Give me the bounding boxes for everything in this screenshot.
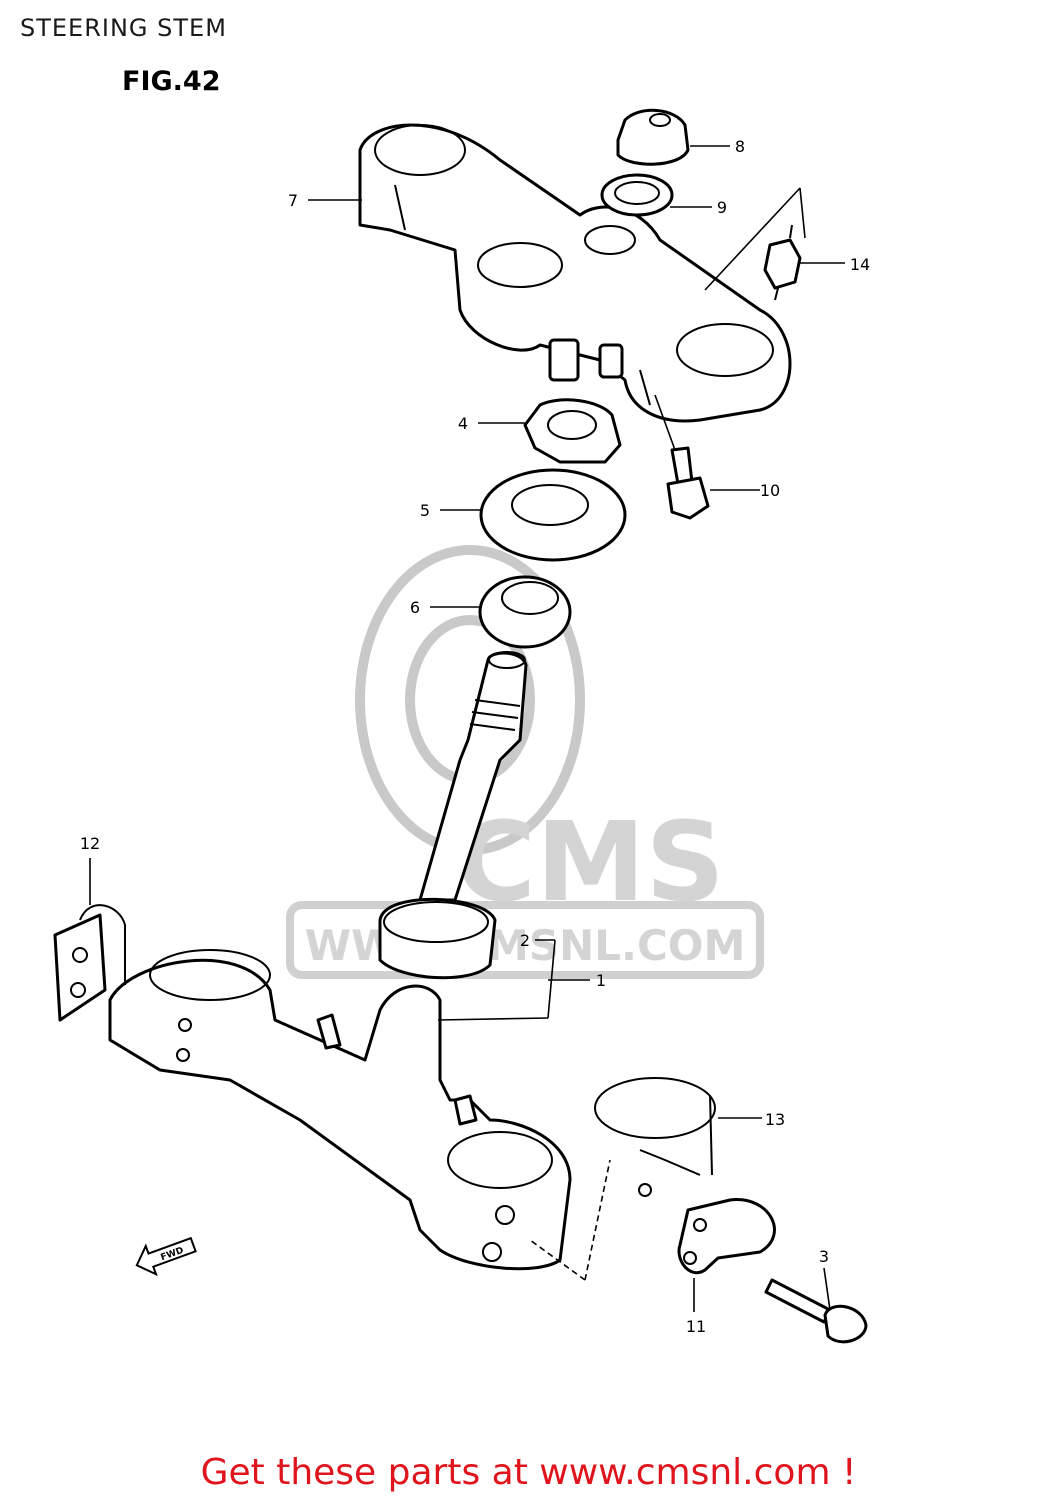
callout-1: 1 [596, 971, 606, 990]
figure-label: FIG.42 [122, 66, 221, 97]
page-title: STEERING STEM [20, 14, 227, 42]
leader-lines [89, 145, 845, 1312]
callout-5: 5 [420, 501, 430, 520]
callout-14: 14 [850, 255, 870, 274]
steering-stem-shaft [418, 651, 528, 902]
watermark-url: WWW.CMSNL.COM [305, 921, 746, 970]
watermark-logo: CMS WWW.CMSNL.COM [286, 545, 764, 979]
lower-bracket-part-1 [108, 949, 572, 1271]
callout-8: 8 [735, 137, 745, 156]
dust-seal-part-5 [479, 468, 627, 562]
forward-direction-badge: FWD [135, 1236, 197, 1277]
callout-7: 7 [288, 191, 298, 210]
bearing-part-6 [478, 575, 572, 649]
sensor-part-14 [763, 224, 802, 301]
callout-6: 6 [410, 598, 420, 617]
callout-13: 13 [765, 1110, 785, 1129]
callout-10: 10 [760, 481, 780, 500]
bearing-part-2 [378, 897, 497, 980]
callout-11: 11 [686, 1317, 706, 1336]
washer-part-9 [600, 173, 674, 217]
clip-part-11 [677, 1198, 776, 1274]
callout-12: 12 [80, 834, 100, 853]
callout-3: 3 [819, 1247, 829, 1266]
plate-part-12 [53, 904, 126, 1022]
cap-part-8 [616, 108, 690, 166]
bolt-part-10 [666, 446, 710, 520]
callout-labels: 7 8 9 14 4 10 5 6 12 2 1 13 3 11 [80, 137, 870, 1336]
callout-2: 2 [520, 931, 530, 950]
upper-bracket-part-7 [358, 123, 792, 423]
callout-4: 4 [458, 414, 468, 433]
callout-9: 9 [717, 198, 727, 217]
clamp-ring-part-13 [594, 1077, 716, 1197]
watermark-brand: CMS [455, 798, 724, 926]
nut-part-4 [523, 398, 622, 464]
footer-cta-link[interactable]: Get these parts at www.cmsnl.com ! [200, 1452, 857, 1493]
bolt-part-3 [764, 1278, 868, 1344]
